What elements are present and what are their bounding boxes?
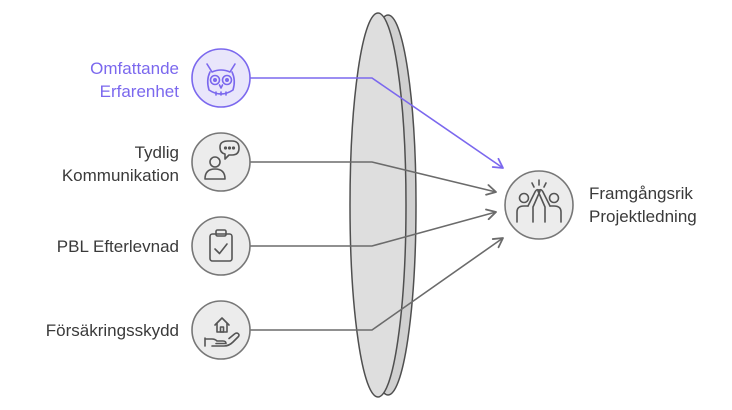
output-label-line2: Projektledning	[589, 207, 697, 226]
input-label-forsakring: Försäkringsskydd	[46, 321, 179, 340]
person-speech-icon	[204, 140, 240, 180]
connector-forsakring	[250, 237, 504, 331]
high-five-icon	[516, 179, 562, 223]
input-label-pbl: PBL Efterlevnad	[57, 237, 179, 256]
connector-omfattande	[250, 77, 504, 169]
owl-icon	[206, 63, 236, 96]
input-label-tydlig-line2: Kommunikation	[62, 166, 179, 185]
output-node: Framgångsrik Projektledning	[504, 170, 697, 240]
connectors	[250, 77, 504, 331]
input-node-pbl: PBL Efterlevnad	[57, 216, 251, 276]
input-label-omfattande-line2: Erfarenhet	[100, 82, 180, 101]
connector-pbl	[250, 208, 497, 247]
input-node-tydlig: Tydlig Kommunikation	[62, 132, 251, 192]
input-label-tydlig-line1: Tydlig	[135, 143, 179, 162]
input-label-omfattande-line1: Omfattande	[90, 59, 179, 78]
input-node-forsakring: Försäkringsskydd	[46, 300, 251, 360]
clipboard-check-icon	[209, 229, 233, 262]
input-node-omfattande: Omfattande Erfarenhet	[90, 48, 251, 108]
connector-tydlig	[250, 161, 497, 196]
output-label-line1: Framgångsrik	[589, 184, 693, 203]
lens-front	[349, 12, 407, 398]
house-hand-icon	[204, 317, 240, 347]
lens	[349, 12, 417, 398]
